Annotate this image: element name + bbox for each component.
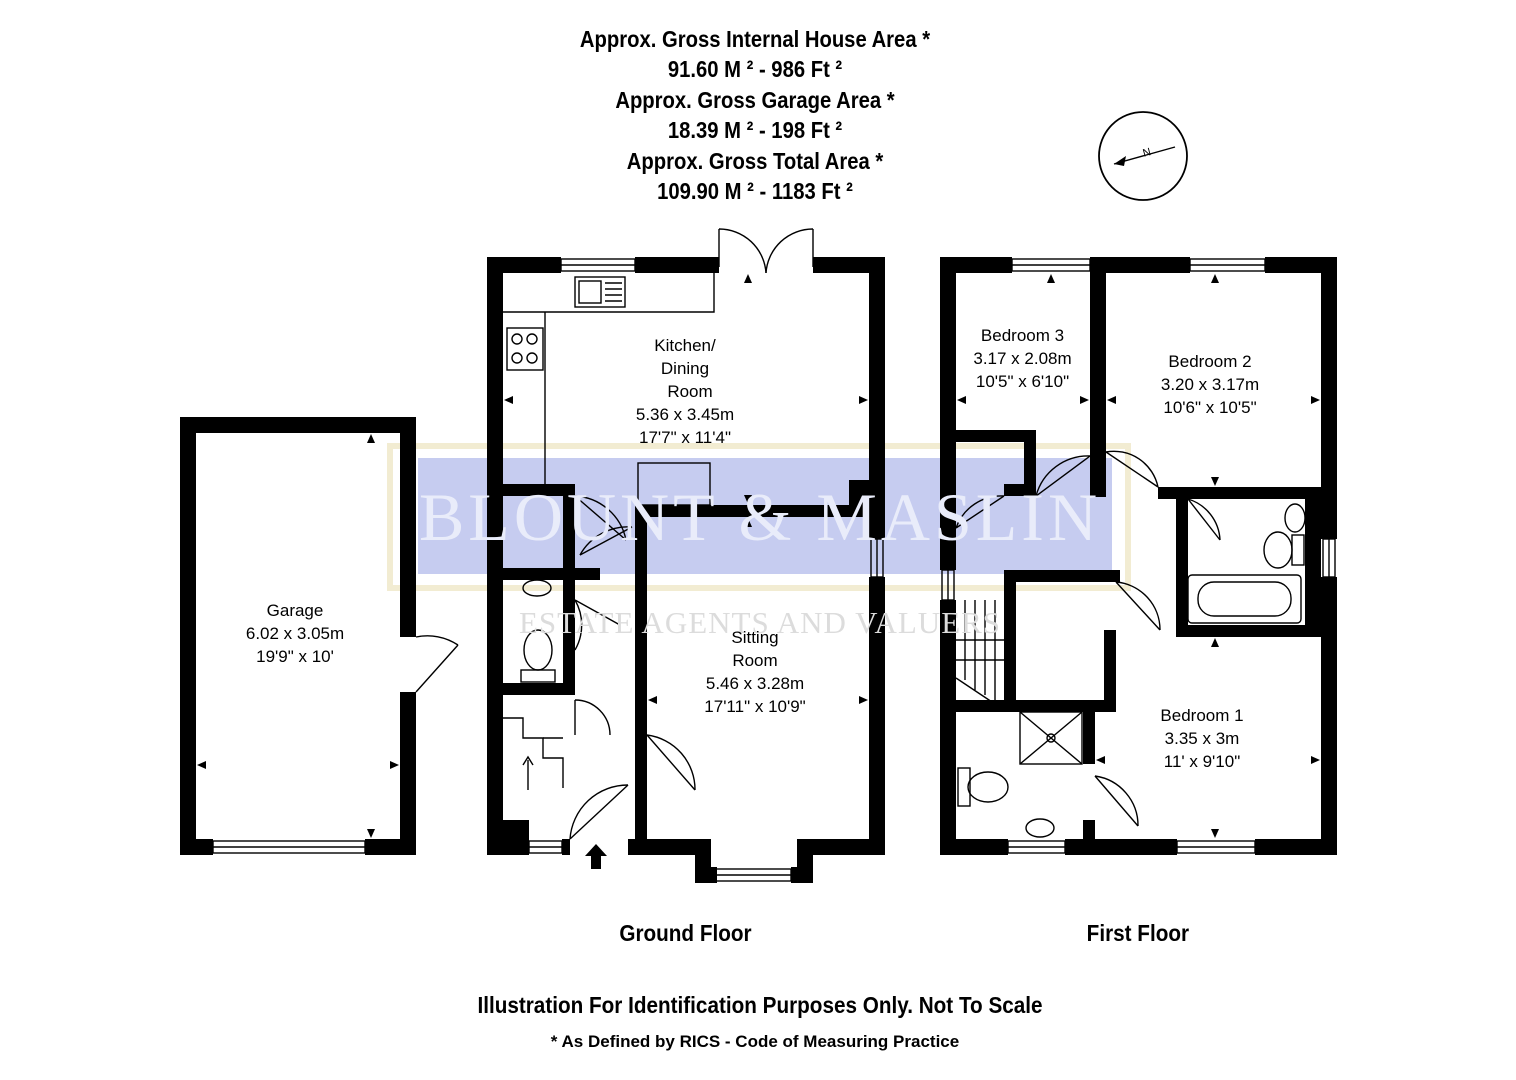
room-label-kitchen: Kitchen/ Dining Room 5.36 x 3.45m 17'7" … (600, 334, 770, 449)
garage-area-label: Approx. Gross Garage Area * (615, 87, 895, 113)
room-label-sitting: Sitting Room 5.46 x 3.28m 17'11" x 10'9" (665, 626, 845, 718)
bedroom3-name: Bedroom 3 (980, 326, 1065, 345)
kitchen-line2: Dining (660, 359, 710, 378)
ground-floor-label: Ground Floor (619, 920, 752, 946)
room-label-bedroom3: Bedroom 3 3.17 x 2.08m 10'5" x 6'10" (950, 324, 1095, 393)
house-area-value: 91.60 M ² - 986 Ft ² (667, 56, 843, 82)
total-area-value: 109.90 M ² - 1183 Ft ² (657, 178, 853, 204)
bedroom2-imperial: 10'6" x 10'5" (1163, 398, 1257, 417)
door-swings (415, 228, 1221, 840)
room-label-bedroom2: Bedroom 2 3.20 x 3.17m 10'6" x 10'5" (1120, 350, 1300, 419)
kitchen-imperial: 17'7" x 11'4" (639, 428, 731, 447)
garage-area-value: 18.39 M ² - 198 Ft ² (667, 117, 843, 143)
watermark-band (387, 443, 1131, 591)
kitchen-line1: Kitchen/ (654, 336, 716, 355)
dimension-ticks (197, 274, 1320, 838)
bedroom1-metric: 3.35 x 3m (1164, 729, 1240, 748)
bedroom2-name: Bedroom 2 (1168, 352, 1252, 371)
watermark-brand: BLOUNT & MASLIN (418, 479, 1102, 555)
sitting-metric: 5.46 x 3.28m (705, 674, 805, 693)
bedroom1-name: Bedroom 1 (1160, 706, 1244, 725)
garage-imperial: 19'9" x 10' (256, 647, 334, 666)
compass-north-icon (1098, 111, 1188, 201)
watermark-tagline: ESTATE AGENTS AND VALUERS (518, 605, 1002, 640)
bedroom2-metric: 3.20 x 3.17m (1160, 375, 1260, 394)
house-area-label: Approx. Gross Internal House Area * (579, 26, 931, 52)
kitchen-line3: Room (667, 382, 713, 401)
bedroom3-metric: 3.17 x 2.08m (973, 349, 1072, 368)
wall-group (180, 257, 1337, 883)
entrance-arrow-icon (585, 844, 607, 869)
sitting-line2: Room (732, 651, 778, 670)
garage-name: Garage (266, 601, 324, 620)
bedroom3-imperial: 10'5" x 6'10" (975, 372, 1070, 391)
disclaimer-text: Illustration For Identification Purposes… (477, 992, 1043, 1018)
sitting-line1: Sitting (731, 628, 779, 647)
sitting-imperial: 17'11" x 10'9" (704, 697, 806, 716)
first-floor-label: First Floor (1086, 920, 1190, 946)
garage-metric: 6.02 x 3.05m (245, 624, 345, 643)
fixture-lines (212, 258, 1336, 882)
room-label-bedroom1: Bedroom 1 3.35 x 3m 11' x 9'10" (1112, 704, 1292, 773)
kitchen-metric: 5.36 x 3.45m (635, 405, 735, 424)
total-area-label: Approx. Gross Total Area * (626, 148, 884, 174)
room-label-garage: Garage 6.02 x 3.05m 19'9" x 10' (205, 599, 385, 668)
rics-note: * As Defined by RICS - Code of Measuring… (550, 1032, 960, 1051)
bedroom1-imperial: 11' x 9'10" (1163, 752, 1241, 771)
